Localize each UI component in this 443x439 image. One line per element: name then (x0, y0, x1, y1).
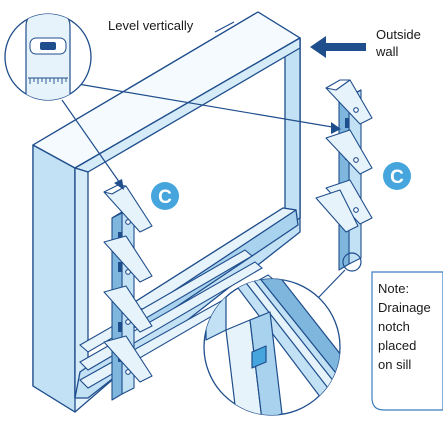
note-line-5: on sill (378, 357, 411, 372)
left-bracket-assembly (103, 184, 153, 401)
drainage-notch-marker (342, 252, 362, 272)
badge-left: C (151, 182, 179, 210)
note-line-3: notch (378, 319, 410, 334)
left-angle-bracket-3 (103, 285, 153, 333)
left-angle-bracket-4 (103, 335, 153, 383)
right-angle-bracket-2 (325, 129, 373, 175)
right-angle-bracket-4 (315, 189, 359, 233)
label-level-vertically: Level vertically (108, 18, 194, 33)
callout-arrowhead-right (331, 122, 341, 134)
drainage-detail-inset (203, 278, 341, 416)
badge-left-label: C (158, 187, 172, 208)
level-inset (4, 13, 92, 101)
drainage-notch (251, 345, 267, 369)
callout-lines (61, 21, 346, 299)
arrow-left-icon (310, 36, 366, 58)
badge-right: C (383, 162, 411, 190)
callout-arrowhead-left (114, 179, 124, 190)
frame-inner-jamb (284, 37, 301, 229)
frame-left-side (32, 144, 76, 413)
note-line-1: Note: (378, 281, 409, 296)
note-line-4: placed (378, 338, 416, 353)
badge-right-label: C (390, 167, 404, 188)
spirit-level-icon (25, 14, 71, 100)
label-outside-wall-line-1: Outside (376, 27, 421, 42)
left-angle-bracket-2 (103, 235, 153, 283)
right-bracket-assembly (315, 79, 373, 271)
note-box: Note: Drainage notch placed on sill (371, 271, 443, 411)
label-outside-wall-line-2: wall (375, 44, 399, 59)
note-line-2: Drainage (378, 300, 431, 315)
